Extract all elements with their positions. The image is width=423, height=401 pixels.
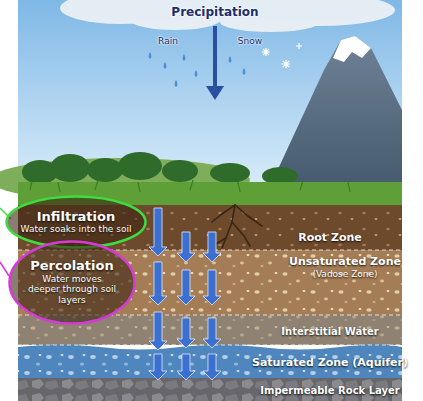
aquifer-band: Saturated Zone (Aquifer) bbox=[18, 345, 402, 378]
ellipse-shape bbox=[10, 241, 135, 323]
layer-label: (Vadose Zone) bbox=[312, 270, 377, 280]
rock-layer-band: Impermeable Rock Layer bbox=[18, 378, 402, 401]
layer-label: Interstitial Water bbox=[281, 326, 378, 337]
callout-text: PercolationWater moves deeper through so… bbox=[26, 258, 118, 305]
rain-label: Rain bbox=[158, 37, 178, 47]
callout-ellipse: PercolationWater moves deeper through so… bbox=[8, 240, 136, 325]
layer-label: Impermeable Rock Layer bbox=[260, 385, 400, 396]
callout-heading: Percolation bbox=[30, 258, 113, 273]
callout-body: Water soaks into the soil bbox=[21, 224, 132, 235]
callout-body: Water moves deeper through soil layers bbox=[26, 274, 118, 306]
title-label: Precipitation bbox=[171, 6, 258, 19]
callout-text: InfiltrationWater soaks into the soil bbox=[21, 209, 132, 235]
layer-label: Saturated Zone (Aquifer) bbox=[252, 357, 408, 369]
soil-layer-band: Interstitial Water bbox=[18, 315, 402, 345]
layer-label: Unsaturated Zone bbox=[289, 256, 401, 268]
snow-label: Snow bbox=[238, 37, 262, 47]
callout-heading: Infiltration bbox=[37, 209, 115, 224]
layer-label: Root Zone bbox=[298, 232, 362, 244]
